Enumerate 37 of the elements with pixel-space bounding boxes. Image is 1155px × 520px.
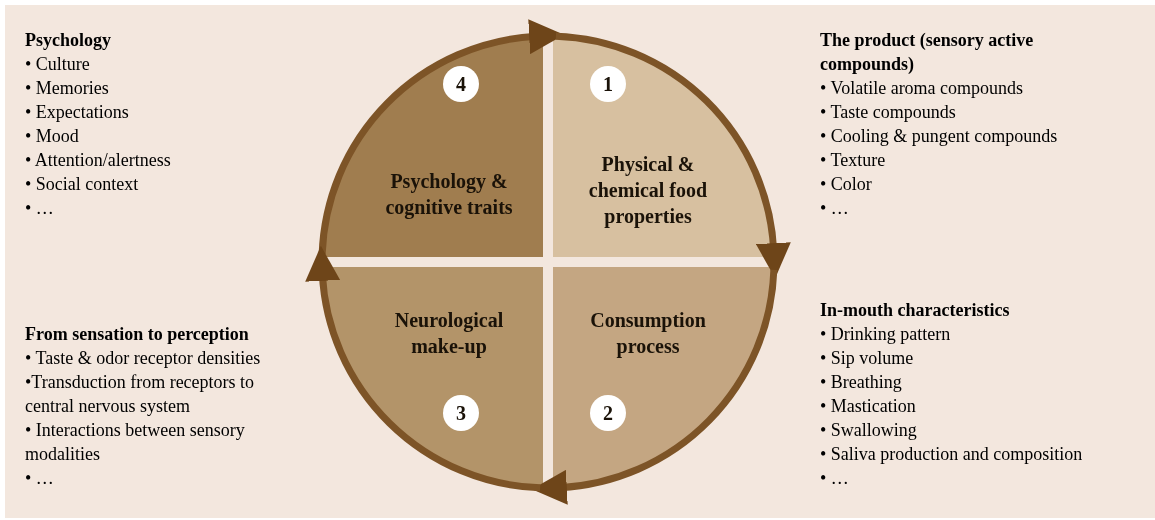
list-item: • … <box>820 467 850 490</box>
list-item: • Taste compounds <box>820 101 957 124</box>
list-item: • Volatile aroma compounds <box>820 77 1025 100</box>
list-item: • Mood <box>25 125 80 148</box>
list-heading: Psychology <box>25 29 112 52</box>
list-item: • Taste & odor receptor densities <box>25 347 262 370</box>
list-heading: The product (sensory active compounds) <box>820 29 1035 76</box>
list-item: • Cooling & pungent compounds <box>820 125 1059 148</box>
quadrant-label: Physical & chemical food properties <box>587 152 709 229</box>
list-item: • Texture <box>820 149 887 172</box>
quadrant-shape <box>324 38 543 257</box>
list-item: • Color <box>820 173 873 196</box>
list-item: •Transduction from receptors to central nervous system <box>25 371 256 418</box>
quadrant-shape <box>553 267 772 486</box>
quadrant-label: Consumption process <box>589 308 707 359</box>
list-item: • Expectations <box>25 101 130 124</box>
list-item: • Sip volume <box>820 347 915 370</box>
quadrant-shape <box>324 267 543 486</box>
list-item: • Swallowing <box>820 419 918 442</box>
list-heading: In-mouth characteristics <box>820 299 1011 322</box>
curved-arrow <box>305 246 541 492</box>
list-item: • … <box>25 467 55 490</box>
list-heading: From sensation to perception <box>25 323 250 346</box>
list-item: • Saliva production and composition <box>820 443 1084 466</box>
list-item: • Memories <box>25 77 110 100</box>
quadrant-label: Psychology & cognitive traits <box>384 169 514 220</box>
list-item: • Mastication <box>820 395 917 418</box>
list-item: • Culture <box>25 53 91 76</box>
list-item: • … <box>25 197 55 220</box>
list-item: • … <box>820 197 850 220</box>
quadrant-label: Neurological make-up <box>393 308 505 359</box>
list-item: • Attention/alertness <box>25 149 172 172</box>
list-item: • Social context <box>25 173 140 196</box>
quadrant-shape <box>553 38 772 257</box>
list-item: • Interactions between sensory modalities <box>25 419 246 466</box>
list-item: • Breathing <box>820 371 903 394</box>
list-item: • Drinking pattern <box>820 323 952 346</box>
